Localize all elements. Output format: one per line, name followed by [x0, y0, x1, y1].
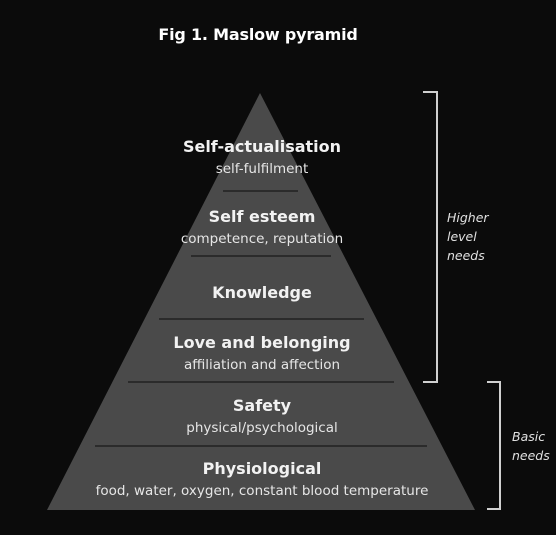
level-title: Safety — [233, 396, 292, 415]
bracket-label-line: Basic — [512, 429, 545, 444]
level-title: Self esteem — [209, 207, 316, 226]
bracket-line — [423, 91, 438, 383]
bracket-label-line: Higher — [447, 210, 489, 225]
level-safety: Safety physical/psychological — [186, 396, 338, 436]
level-title: Physiological — [203, 459, 322, 478]
bracket-line — [487, 381, 501, 510]
basic-needs-bracket: Basic needs — [487, 381, 550, 510]
level-title: Knowledge — [212, 283, 312, 302]
level-physiological: Physiological food, water, oxygen, const… — [96, 459, 429, 499]
level-description: self-fulfilment — [216, 161, 309, 177]
bracket-label-line: needs — [512, 448, 550, 463]
level-love-and-belonging: Love and belonging affiliation and affec… — [173, 333, 350, 373]
level-description: food, water, oxygen, constant blood temp… — [96, 483, 429, 499]
higher-needs-bracket: Higher level needs — [423, 91, 489, 383]
level-description: physical/psychological — [186, 420, 338, 436]
bracket-label-line: level — [447, 229, 477, 244]
level-knowledge: Knowledge — [212, 283, 312, 302]
level-self-actualisation: Self-actualisation self-fulfilment — [183, 137, 341, 177]
pyramid-shape — [47, 93, 475, 510]
level-self-esteem: Self esteem competence, reputation — [181, 207, 343, 247]
figure-title: Fig 1. Maslow pyramid — [158, 25, 358, 44]
bracket-label-line: needs — [447, 248, 485, 263]
level-title: Self-actualisation — [183, 137, 341, 156]
level-description: affiliation and affection — [184, 357, 340, 373]
level-description: competence, reputation — [181, 231, 343, 247]
level-title: Love and belonging — [173, 333, 350, 352]
